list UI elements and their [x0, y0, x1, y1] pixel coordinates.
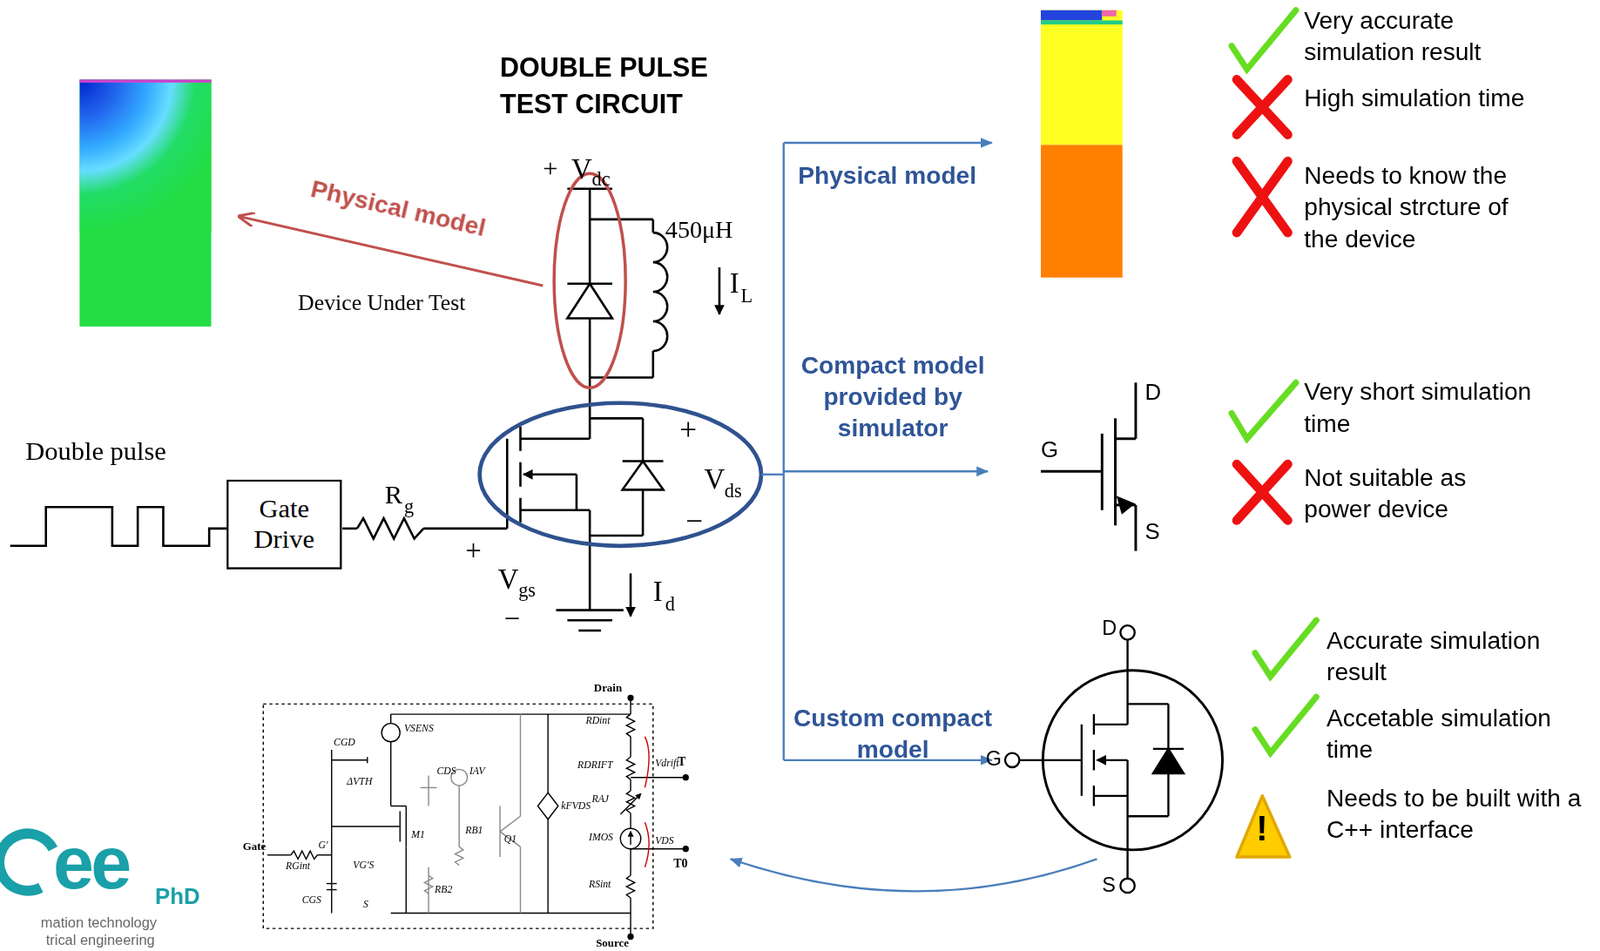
- con-note: High simulation time: [1303, 81, 1534, 115]
- component-label: Device Under Test: [297, 290, 466, 317]
- voltage-subscript: ds: [724, 479, 743, 503]
- source-label: VSENS: [404, 722, 434, 734]
- branch-label: Compact model provided by simulator: [785, 349, 1000, 446]
- pin-label: G: [1040, 436, 1059, 463]
- component-label: RB1: [465, 824, 483, 837]
- voltage-symbol: V: [498, 563, 520, 597]
- con-note: Not suitable as power device: [1303, 461, 1539, 526]
- current-subscript: d: [665, 593, 676, 616]
- component-label: RDint: [585, 714, 610, 726]
- voltage-label: VDS: [654, 834, 674, 846]
- component-label: IMOS: [588, 831, 614, 844]
- pin-label: D: [1144, 379, 1162, 406]
- logo-subtitle: trical engineering: [46, 931, 156, 949]
- source-label: kFVDS: [560, 800, 591, 812]
- compact-mosfet-symbol: [1040, 382, 1136, 551]
- polarity-sign: −: [504, 601, 521, 635]
- component-label: CGS: [302, 893, 322, 905]
- logo-subtitle: mation technology: [40, 914, 157, 932]
- node-label: S: [363, 897, 369, 910]
- dut-ellipse: [553, 173, 626, 388]
- pro-note: Accetable simulation time: [1326, 702, 1594, 766]
- resistor-subscript: g: [404, 495, 414, 519]
- component-label: ΔVTH: [346, 775, 372, 787]
- voltage-subscript: gs: [518, 579, 536, 602]
- voltage-label: Vdrift: [654, 756, 679, 769]
- warning-note: Needs to be built with a C++ interface: [1326, 781, 1594, 845]
- node-label: G': [318, 838, 329, 851]
- component-label: CDS: [436, 765, 456, 777]
- circuit-wires: [10, 189, 720, 631]
- component-label: CGD: [333, 736, 356, 749]
- diagram-title: DOUBLE PULSE TEST CIRCUIT: [499, 48, 756, 122]
- voltage-symbol: V: [571, 153, 593, 187]
- voltage-subscript: dc: [592, 168, 611, 191]
- con-note: Needs to know the physical strcture of t…: [1303, 159, 1513, 256]
- physical-sim-image: [79, 79, 233, 327]
- current-subscript: L: [741, 284, 754, 308]
- voltage-symbol: V: [703, 463, 725, 497]
- pro-note: Accurate simulation result: [1326, 624, 1594, 689]
- pin-label: D: [1101, 616, 1117, 641]
- logo-text: PhD: [155, 884, 201, 911]
- component-label: IAV: [469, 765, 486, 777]
- polarity-sign: +: [465, 534, 482, 568]
- polarity-sign: +: [679, 411, 697, 447]
- branch-arrows: [730, 142, 1098, 892]
- box-label: Gate Drive: [228, 489, 340, 559]
- terminal-label: Source: [595, 936, 629, 950]
- logo-text: ee: [53, 826, 129, 900]
- rating-icons: [1231, 10, 1317, 858]
- terminal-sign: +: [542, 153, 558, 184]
- terminal-label: Gate: [243, 839, 266, 853]
- branch-label: Custom compact model: [785, 702, 1000, 766]
- pin-label: G: [985, 747, 1002, 771]
- gate-drive-box: Gate Drive: [226, 479, 342, 570]
- component-label: M1: [411, 828, 426, 840]
- pin-label: S: [1101, 873, 1116, 898]
- mosfet-ellipse: [479, 403, 762, 547]
- custom-mosfet-symbol: [1005, 625, 1223, 893]
- voltage-label: VG'S: [352, 858, 374, 871]
- terminal-label: T0: [673, 857, 688, 871]
- resistor-symbol: R: [384, 479, 403, 511]
- component-label: RB2: [434, 884, 453, 896]
- pro-note: Very short simulation time: [1303, 375, 1539, 439]
- physical-model-arrow: [238, 216, 543, 286]
- warning-mark: !: [1255, 810, 1268, 846]
- component-label: RAJ: [592, 792, 610, 804]
- pin-label: S: [1144, 518, 1160, 545]
- component-label: RDRIFT: [577, 759, 613, 771]
- component-label: RGint: [285, 860, 311, 872]
- component-label: Q1: [504, 832, 517, 844]
- polarity-sign: −: [685, 504, 703, 540]
- arrow-label: Physical model: [305, 173, 493, 243]
- current-symbol: I: [729, 267, 740, 301]
- physical-structure-image: [1040, 10, 1123, 278]
- component-label: RSint: [588, 878, 611, 891]
- logo-fragment: [0, 833, 54, 892]
- current-symbol: I: [653, 575, 663, 609]
- pro-note: Very accurate simulation result: [1303, 4, 1549, 68]
- terminal-label: Drain: [594, 681, 622, 696]
- signal-label: Double pulse: [25, 436, 167, 467]
- subcircuit-schematic: [263, 695, 689, 939]
- inductance-value: 450μH: [665, 216, 734, 244]
- branch-label: Physical model: [787, 159, 986, 192]
